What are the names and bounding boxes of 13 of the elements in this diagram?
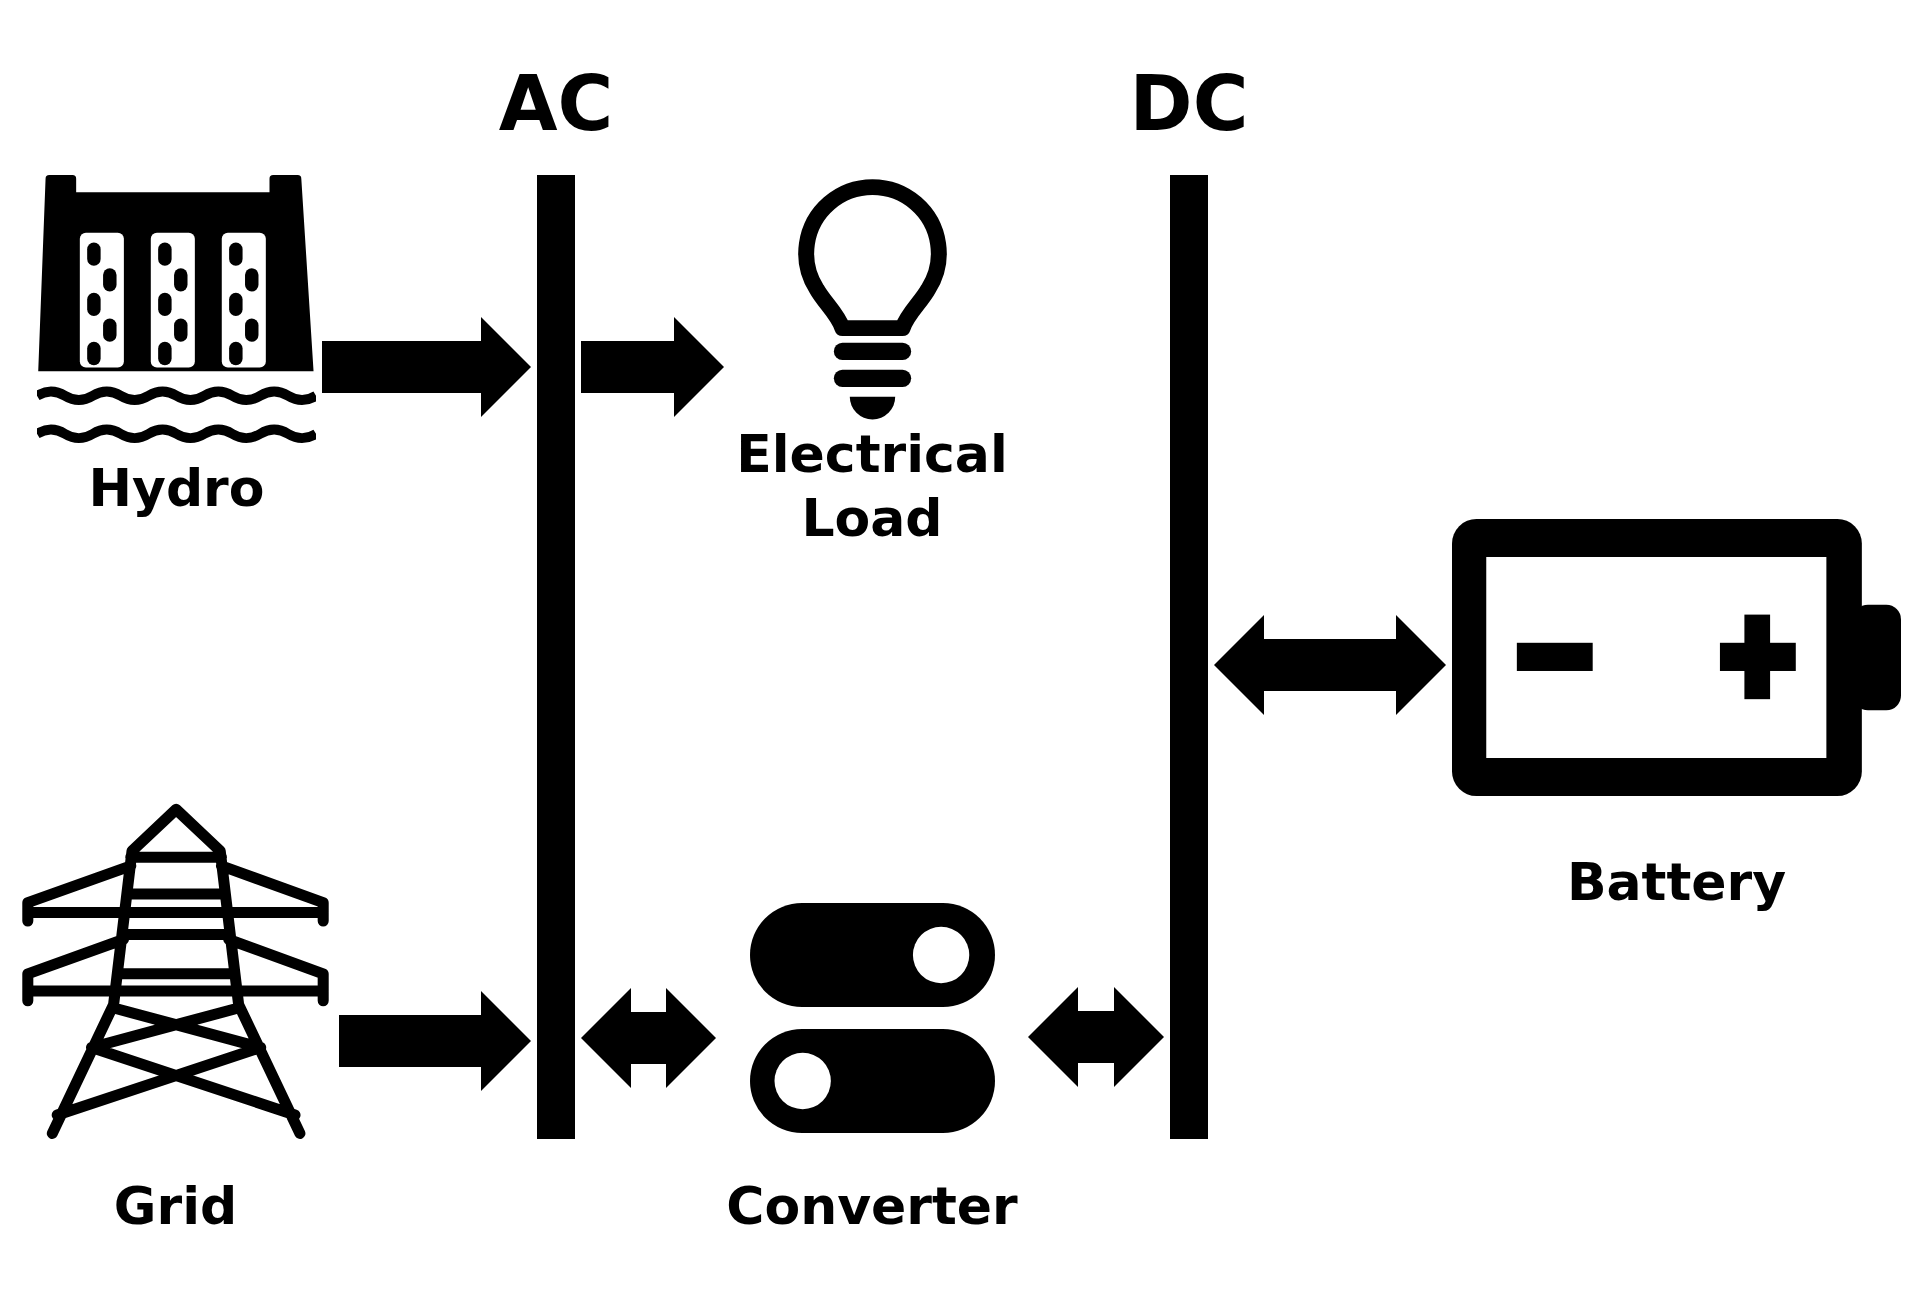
double-arrow: [581, 988, 716, 1088]
bus-label: DC: [1129, 66, 1249, 142]
bus-label: AC: [498, 66, 614, 142]
arrow: [581, 317, 724, 417]
node-label: Hydro: [88, 457, 265, 520]
arrow: [339, 991, 531, 1091]
double-arrow: [1214, 615, 1446, 715]
node-label: Electrical Load: [735, 423, 1009, 550]
node-label: Converter: [726, 1175, 1018, 1238]
arrow: [322, 317, 531, 417]
node-label: Grid: [113, 1175, 238, 1238]
double-arrow: [1028, 987, 1164, 1087]
node-label: Battery: [1566, 851, 1787, 914]
